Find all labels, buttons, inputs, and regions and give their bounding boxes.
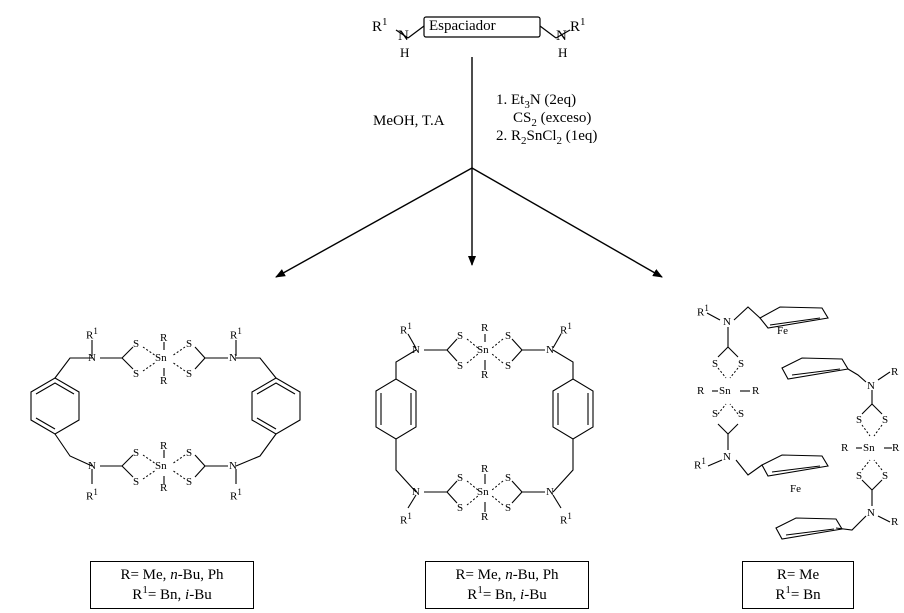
caption-middle: R= Me, n-Bu, Ph R1= Bn, i-Bu (425, 561, 589, 609)
atom-r: R (481, 463, 489, 475)
top-left-n: N (398, 28, 409, 44)
atom-r1: R1 (560, 511, 572, 527)
atom-sn: Sn (155, 460, 167, 472)
atom-r: R (892, 442, 900, 454)
atom-s: S (738, 358, 745, 370)
atom-s: S (882, 470, 889, 482)
arrow-right (471, 167, 663, 278)
atom-sn: Sn (477, 486, 489, 498)
spacer-box (423, 16, 541, 38)
atom-r1: R1 (86, 487, 98, 503)
spacer-label: Espaciador (429, 18, 496, 34)
atom-s: S (457, 330, 464, 342)
top-right-n: N (556, 28, 567, 44)
atom-n: N (229, 460, 237, 472)
atom-s: S (186, 447, 193, 459)
atom-sn: Sn (155, 352, 167, 364)
atom-s: S (133, 447, 140, 459)
condition-step2: 2. R2SnCl2 (1eq) (496, 128, 598, 147)
atom-s: S (133, 338, 140, 350)
atom-r: R (752, 385, 760, 397)
atom-s: S (133, 476, 140, 488)
atom-s: S (856, 414, 863, 426)
condition-solvent: MeOH, T.A (373, 113, 445, 129)
atom-n: N (723, 316, 731, 328)
atom-r: R (481, 322, 489, 334)
top-right-r1: R1 (570, 16, 586, 35)
atom-fe: Fe (790, 483, 801, 495)
left-sn-dashed-bonds (142, 346, 186, 480)
atom-r1: R1 (400, 511, 412, 527)
atom-r: R (481, 511, 489, 523)
atom-r: R (891, 516, 899, 528)
atom-r: R (891, 366, 899, 378)
condition-step1: 1. Et3N (2eq) (496, 92, 577, 111)
atom-n: N (546, 486, 554, 498)
atom-n: N (412, 486, 420, 498)
starting-diamine (395, 16, 571, 39)
atom-r1: R1 (86, 326, 98, 342)
atom-s: S (186, 338, 193, 350)
atom-s: S (457, 472, 464, 484)
atom-sn: Sn (719, 385, 731, 397)
atom-n: N (88, 460, 96, 472)
atom-r1: R1 (694, 456, 706, 472)
atom-r1: R1 (230, 487, 242, 503)
arrow-tree (275, 57, 663, 278)
atom-r1: R1 (560, 321, 572, 337)
caption-right: R= Me R1= Bn (742, 561, 854, 609)
atom-s: S (712, 358, 719, 370)
atom-r: R (160, 440, 168, 452)
right-ferrocene-macrocycle (706, 306, 891, 540)
atom-n: N (546, 344, 554, 356)
atom-fe: Fe (777, 325, 788, 337)
right-sn-r-bonds (712, 390, 892, 449)
atom-n: N (88, 352, 96, 364)
atom-s: S (505, 472, 512, 484)
atom-sn: Sn (477, 344, 489, 356)
caption-left: R= Me, n-Bu, Ph R1= Bn, i-Bu (90, 561, 254, 609)
atom-r1: R1 (230, 326, 242, 342)
atom-r: R (160, 375, 168, 387)
top-left-r1: R1 (372, 16, 388, 35)
atom-r: R (697, 385, 705, 397)
atom-r: R (160, 482, 168, 494)
atom-s: S (186, 476, 193, 488)
atom-r1: R1 (697, 303, 709, 319)
atom-s: S (505, 330, 512, 342)
top-left-h: H (400, 45, 410, 60)
atom-n: N (867, 380, 875, 392)
atom-s: S (882, 414, 889, 426)
atom-r: R (481, 369, 489, 381)
atom-n: N (412, 344, 420, 356)
atom-sn: Sn (863, 442, 875, 454)
atom-n: N (867, 507, 875, 519)
atom-s: S (712, 408, 719, 420)
middle-macrocycle (375, 333, 594, 509)
atom-r1: R1 (400, 321, 412, 337)
atom-r: R (160, 332, 168, 344)
arrow-left (275, 167, 473, 278)
atom-s: S (505, 502, 512, 514)
top-right-h: H (558, 45, 568, 60)
atom-s: S (186, 368, 193, 380)
atom-n: N (229, 352, 237, 364)
atom-n: N (723, 451, 731, 463)
atom-s: S (133, 368, 140, 380)
condition-cs2: CS2 (exceso) (513, 110, 592, 129)
atom-s: S (738, 408, 745, 420)
atom-s: S (505, 360, 512, 372)
left-macrocycle (30, 340, 301, 484)
atom-r: R (841, 442, 849, 454)
atom-s: S (457, 502, 464, 514)
atom-s: S (856, 470, 863, 482)
atom-s: S (457, 360, 464, 372)
